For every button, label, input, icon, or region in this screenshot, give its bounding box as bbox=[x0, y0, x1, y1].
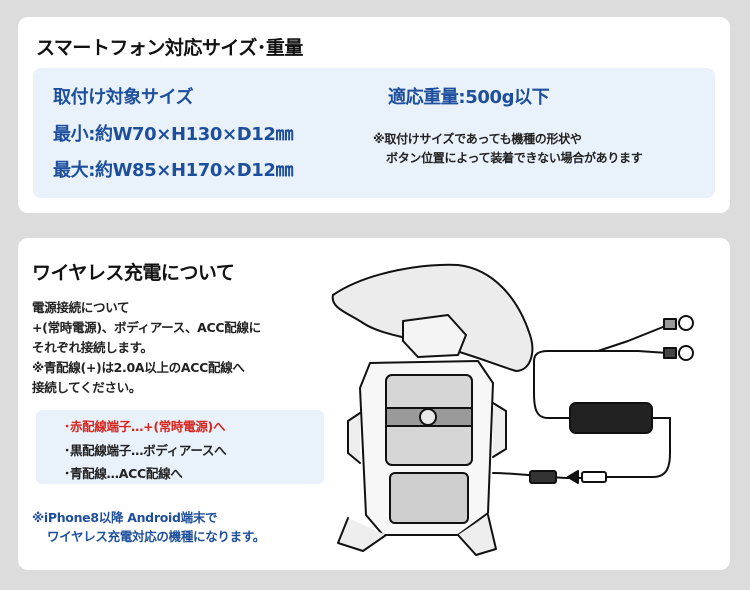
size-note: ※取付けサイズであっても機種の形状や ボタン位置によって装着できない場合がありま… bbox=[373, 130, 713, 168]
right-foot bbox=[457, 514, 497, 556]
wireless-card: ワイヤレス充電について 電源接続について +(常時電源)、ボディアース、ACC配… bbox=[18, 238, 730, 570]
red-terminal-text: ･赤配線端子…+(常時電源)へ bbox=[64, 419, 226, 434]
blue-wire-text: ･青配線…ACC配線へ bbox=[64, 466, 183, 481]
connector-right bbox=[581, 471, 607, 483]
arrow-left bbox=[567, 470, 579, 484]
wire-black bbox=[597, 350, 669, 354]
power-connection-text: 電源接続について +(常時電源)、ボディアース、ACC配線に それぞれ接続します… bbox=[32, 298, 322, 398]
body-line: 接続してください。 bbox=[32, 380, 142, 395]
size-note-line-1: ※取付けサイズであっても機種の形状や bbox=[373, 132, 582, 146]
wireless-section-title: ワイヤレス充電について bbox=[32, 262, 235, 284]
iphone-note-line-2: ワイヤレス充電対応の機種になります。 bbox=[47, 529, 265, 544]
iphone-note: ※iPhone8以降 Android端末で ワイヤレス充電対応の機種になります。 bbox=[32, 508, 265, 546]
iphone-note-line-1: ※iPhone8以降 Android端末で bbox=[32, 510, 218, 525]
left-foot bbox=[337, 517, 387, 552]
black-terminal-ring bbox=[678, 345, 694, 361]
target-size-label: 取付け対象サイズ bbox=[53, 87, 194, 108]
size-note-line-2: ボタン位置によって装着できない場合があります bbox=[386, 151, 643, 165]
wire-red bbox=[597, 324, 669, 352]
cable-box-out bbox=[533, 350, 599, 419]
right-arm bbox=[492, 402, 507, 458]
size-weight-card: スマートフォン対応サイズ･重量 取付け対象サイズ 最小:約W70×H130×D1… bbox=[18, 17, 730, 213]
charging-coil bbox=[419, 408, 437, 426]
min-size: 最小:約W70×H130×D12㎜ bbox=[53, 124, 294, 145]
body-line: 電源接続について bbox=[32, 300, 130, 315]
cable-box-right bbox=[651, 417, 671, 444]
wireless-charger-illustration bbox=[331, 263, 694, 556]
cable-to-box bbox=[605, 438, 671, 478]
terminal-box: ･赤配線端子…+(常時電源)へ ･黒配線端子…ボディアースへ ･青配線…ACC配… bbox=[36, 410, 324, 484]
black-terminal-sleeve bbox=[663, 347, 677, 359]
left-arm bbox=[347, 412, 361, 464]
body-line: それぞれ接続します。 bbox=[32, 340, 153, 355]
black-terminal-text: ･黒配線端子…ボディアースへ bbox=[64, 443, 227, 458]
lower-pad bbox=[389, 472, 469, 524]
max-size: 最大:約W85×H170×D12㎜ bbox=[53, 160, 294, 181]
red-terminal-sleeve bbox=[663, 318, 677, 330]
connector-left bbox=[529, 470, 557, 484]
weight-limit: 適応重量:500g以下 bbox=[388, 87, 550, 108]
body-line: ※青配線(+)は2.0A以上のACC配線へ bbox=[32, 360, 245, 375]
holder-joint bbox=[402, 314, 467, 358]
body-line: +(常時電源)、ボディアース、ACC配線に bbox=[32, 320, 261, 335]
red-terminal-ring bbox=[678, 315, 694, 331]
spec-box: 取付け対象サイズ 最小:約W70×H130×D12㎜ 最大:約W85×H170×… bbox=[33, 68, 715, 198]
control-box bbox=[569, 402, 653, 434]
size-section-title: スマートフォン対応サイズ･重量 bbox=[36, 37, 303, 59]
